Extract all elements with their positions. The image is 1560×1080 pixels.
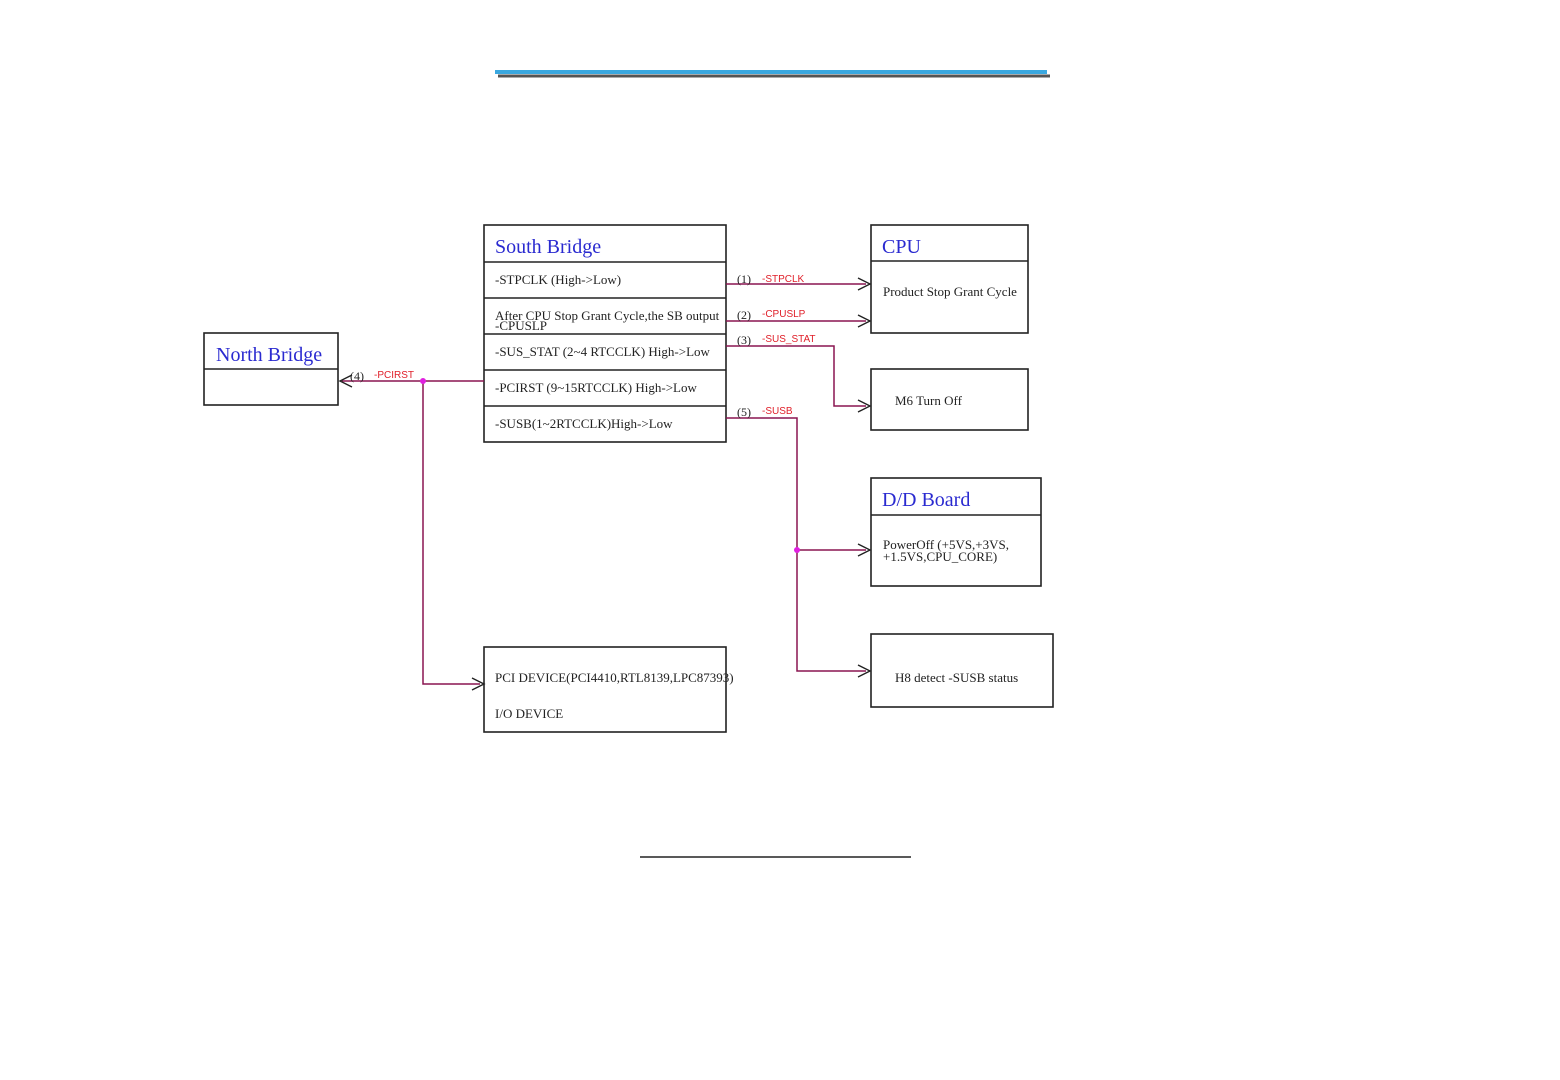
h8-block: H8 detect -SUSB status [870, 633, 1054, 708]
south-bridge-block: South Bridge -STPCLK (High->Low) After C… [483, 224, 727, 443]
cpu-block: CPU Product Stop Grant Cycle [870, 224, 1029, 334]
signal-susb-connector: (5) -SUSB [726, 405, 872, 678]
north-bridge-block: North Bridge [203, 332, 339, 406]
signal-susb-number: (5) [737, 405, 751, 419]
south-bridge-title: South Bridge [495, 236, 601, 258]
south-bridge-row-stpclk: -STPCLK (High->Low) [495, 272, 621, 287]
pci-device-block: PCI DEVICE(PCI4410,RTL8139,LPC87393) I/O… [483, 646, 734, 733]
signal-pcirst-connector: (4) -PCIRST [338, 369, 486, 691]
dd-board-text-line1: PowerOff (+5VS,+3VS, [883, 537, 1009, 552]
north-bridge-title: North Bridge [216, 344, 322, 366]
cpu-text: Product Stop Grant Cycle [883, 284, 1017, 299]
dd-board-title: D/D Board [882, 489, 970, 511]
signal-sus-stat-number: (3) [737, 333, 751, 347]
signal-pcirst-number: (4) [350, 369, 364, 383]
signal-cpuslp-number: (2) [737, 308, 751, 322]
signal-sus-stat-connector: (3) -SUS_STAT [726, 333, 872, 413]
south-bridge-row-sus-stat: -SUS_STAT (2~4 RTCCLK) High->Low [495, 344, 711, 359]
m6-text: M6 Turn Off [895, 393, 963, 408]
signal-cpuslp-label: -CPUSLP [762, 309, 806, 320]
susb-junction-dot [794, 547, 800, 553]
m6-block: M6 Turn Off [870, 368, 1029, 431]
south-bridge-row-cpuslp: After CPU Stop Grant Cycle,the SB output [495, 308, 720, 323]
south-bridge-row-cpuslp-name: -CPUSLP [495, 318, 547, 333]
dd-board-text-line2: +1.5VS,CPU_CORE) [883, 549, 997, 564]
dd-board-block: D/D Board PowerOff (+5VS,+3VS, +1.5VS,CP… [870, 477, 1042, 587]
signal-cpuslp-connector: (2) -CPUSLP [726, 308, 872, 328]
h8-text: H8 detect -SUSB status [895, 670, 1018, 685]
signal-sus-stat-label: -SUS_STAT [762, 334, 816, 345]
io-device-text: I/O DEVICE [495, 706, 563, 721]
signal-stpclk-number: (1) [737, 272, 751, 286]
south-bridge-row-susb: -SUSB(1~2RTCCLK)High->Low [495, 416, 673, 431]
pci-device-text: PCI DEVICE(PCI4410,RTL8139,LPC87393) [495, 670, 734, 685]
pcirst-junction-dot [420, 378, 426, 384]
signal-stpclk-connector: (1) -STPCLK [726, 272, 872, 291]
signal-susb-label: -SUSB [762, 406, 793, 417]
signal-pcirst-label: -PCIRST [374, 370, 414, 381]
signal-stpclk-label: -STPCLK [762, 274, 805, 285]
cpu-title: CPU [882, 236, 921, 258]
south-bridge-row-pcirst: -PCIRST (9~15RTCCLK) High->Low [495, 380, 697, 395]
